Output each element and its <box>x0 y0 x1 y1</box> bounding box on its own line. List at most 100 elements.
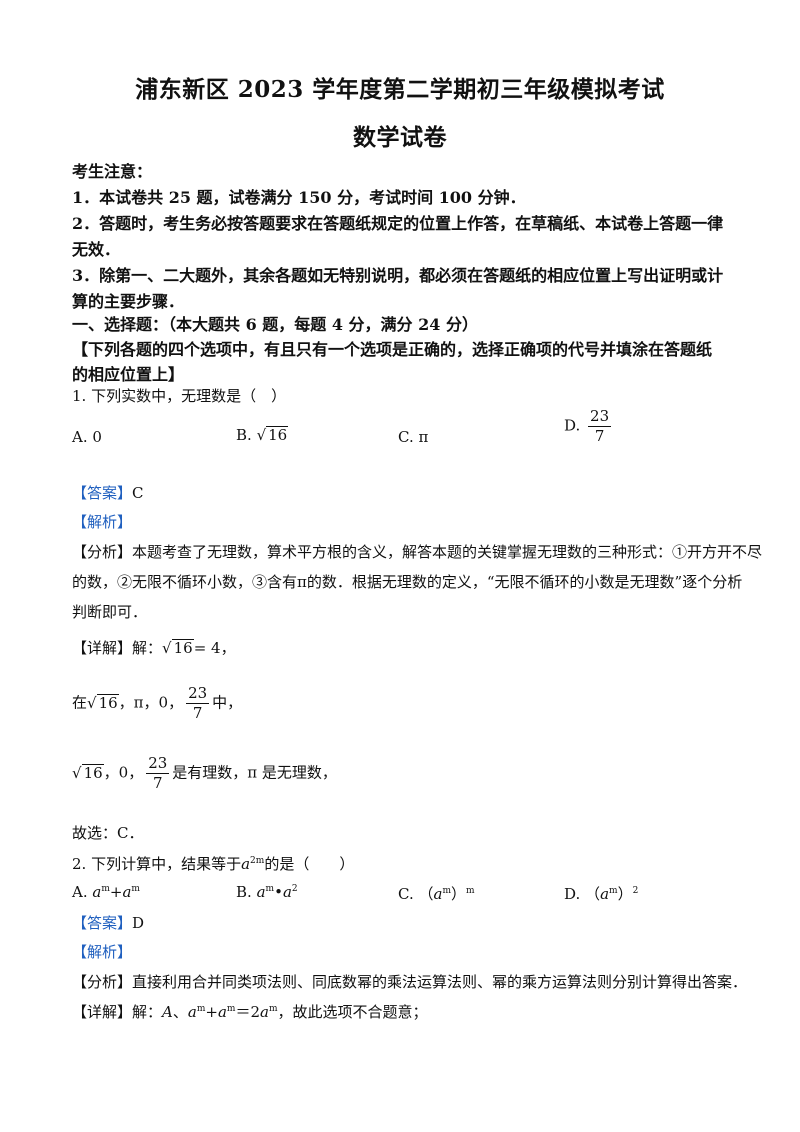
section-instruction-2: 的相应位置上】 <box>72 365 185 384</box>
notice-item-1: 1．本试卷共 25 题，试卷满分 150 分，考试时间 100 分钟． <box>72 188 526 207</box>
q2-stem-b: 的是（ ） <box>264 855 355 873</box>
q1-option-c: C. π <box>398 428 428 446</box>
q1-detail-line-1: 【详解】解：√16= 4， <box>72 637 236 658</box>
q1-detail-3-radicand: 16 <box>81 763 104 782</box>
q2-option-c-label: C. <box>398 885 414 903</box>
operator: + <box>109 883 123 901</box>
sqrt-symbol: √16 <box>87 693 119 712</box>
q1-detail-3-numerator: 23 <box>146 754 170 774</box>
q2-option-c: C. （am）m <box>398 883 475 904</box>
q1-option-c-value: π <box>418 428 429 446</box>
q1-fenxi-line-1: 【分析】本题考查了无理数，算术平方根的含义，解答本题的关键掌握无理数的三种形式：… <box>72 541 762 562</box>
exponent: m <box>101 884 110 894</box>
q1-option-c-label: C. <box>398 428 414 446</box>
section-heading: 一、选择题：（本大题共 6 题，每题 4 分，满分 24 分） <box>72 315 478 334</box>
q1-fenxi-text-2b: 的数．根据无理数的定义，“无限不循环的小数是无理数”逐个分析 <box>306 573 743 591</box>
q1-fenxi-pi: π <box>297 573 307 591</box>
var-a: a <box>433 885 443 903</box>
q1-option-d-numerator: 23 <box>588 407 612 427</box>
equals: ＝2 <box>235 1003 261 1021</box>
fenxi-tag: 【分析】 <box>72 543 133 561</box>
q1-option-b: B. √16 <box>236 426 289 444</box>
notice-item-2-cont: 无效． <box>72 240 121 259</box>
q1-option-d-denominator: 7 <box>594 427 605 445</box>
separator: 、 <box>172 1003 188 1021</box>
notice-heading: 考生注意： <box>72 162 153 181</box>
q1-detail-2a: 在 <box>72 693 88 712</box>
paren-close: ） <box>617 885 633 903</box>
sqrt-symbol: √16 <box>72 763 104 782</box>
answer-tag: 【答案】 <box>72 914 133 932</box>
var-a: a <box>282 883 292 901</box>
q1-detail-2-denominator: 7 <box>192 704 203 722</box>
detail-tag: 【详解】 <box>72 639 133 657</box>
exponent: m <box>196 1004 206 1014</box>
exam-subtitle: 数学试卷 <box>353 124 447 151</box>
q1-detail-1b: = 4 <box>193 639 221 657</box>
sqrt-symbol: √16 <box>162 639 194 657</box>
paren-open: （ <box>418 885 434 903</box>
exponent: m <box>609 886 618 896</box>
q2-detail-option-letter: A <box>162 1003 173 1021</box>
exponent: m <box>268 1004 278 1014</box>
var-a: a <box>187 1003 197 1021</box>
q2-option-b-label: B. <box>236 883 252 901</box>
exponent: m <box>265 884 275 894</box>
exponent: m <box>131 884 140 894</box>
q1-detail-3-denominator: 7 <box>152 774 163 792</box>
q2-option-b: B. am•a2 <box>236 883 298 901</box>
var-a: a <box>122 883 132 901</box>
q2-fenxi-text: 直接利用合并同类项法则、同底数幂的乘法运算法则、幂的乘方运算法则分别计算得出答案… <box>132 973 748 991</box>
q2-stem-base: a <box>241 855 251 873</box>
q1-stem: 1. 下列实数中，无理数是（ ） <box>72 387 287 405</box>
q1-answer: 【答案】C <box>72 482 144 503</box>
q2-detail-line: 【详解】解：A、am+am＝2am，故此选项不合题意； <box>72 1001 428 1022</box>
q2-stem: 2. 下列计算中，结果等于a2m的是（ ） <box>72 853 354 874</box>
exam-title: 浦东新区 2023 学年度第二学期初三年级模拟考试 <box>135 76 665 103</box>
q1-option-d-label: D. <box>564 416 581 435</box>
q1-detail-1-radicand: 16 <box>171 639 194 657</box>
q2-option-a-label: A. <box>72 883 88 901</box>
q1-detail-1a: 解： <box>132 639 163 657</box>
paren-close: ） <box>451 885 467 903</box>
q1-conclusion: 故选：C． <box>72 824 144 842</box>
q2-stem-exponent: 2m <box>250 856 265 866</box>
q1-detail-2b: ，π，0， <box>118 693 184 712</box>
q1-fenxi-line-2: 的数，②无限不循环小数，③含有π的数．根据无理数的定义，“无限不循环的小数是无理… <box>72 571 742 592</box>
var-a: a <box>600 885 610 903</box>
notice-item-2: 2．答题时，考生务必按答题要求在答题纸规定的位置上作答，在草稿纸、本试卷上答题一… <box>72 214 724 233</box>
q1-detail-2-radicand: 16 <box>96 693 119 712</box>
q2-fenxi-line: 【分析】直接利用合并同类项法则、同底数幂的乘法运算法则、幂的乘方运算法则分别计算… <box>72 971 747 992</box>
outer-exponent: 2 <box>632 886 639 896</box>
q1-option-a-label: A. <box>72 428 88 446</box>
notice-item-3: 3．除第一、二大题外，其余各题如无特别说明，都必须在答题纸的相应位置上写出证明或… <box>72 266 724 285</box>
paren-open: （ <box>585 885 601 903</box>
notice-item-3-cont: 算的主要步骤． <box>72 292 185 311</box>
q2-option-d-label: D. <box>564 885 581 903</box>
operator: • <box>274 883 283 901</box>
q1-detail-3a: ，0， <box>103 763 144 782</box>
section-instruction-1: 【下列各题的四个选项中，有且只有一个选项是正确的，选择正确项的代号并填涂在答题纸 <box>72 340 713 359</box>
q1-detail-2-numerator: 23 <box>186 684 210 704</box>
exponent: 2 <box>291 884 298 894</box>
q1-fenxi-text-2a: 的数，②无限不循环小数，③含有 <box>72 573 298 591</box>
q1-option-a: A. 0 <box>72 428 102 446</box>
q2-option-a: A. am+am <box>72 883 140 901</box>
q1-fenxi-line-3: 判断即可． <box>72 603 148 621</box>
var-a: a <box>92 883 102 901</box>
operator: + <box>205 1003 218 1021</box>
q2-detail-prefix: 解： <box>132 1003 163 1021</box>
var-a: a <box>260 1003 269 1021</box>
q2-analysis-tag: 【解析】 <box>72 943 133 961</box>
q1-option-a-value: 0 <box>92 428 102 446</box>
answer-tag: 【答案】 <box>72 484 133 502</box>
q1-option-b-label: B. <box>236 426 252 444</box>
q1-fenxi-text-1: 本题考查了无理数，算术平方根的含义，解答本题的关键掌握无理数的三种形式：①开方开… <box>132 543 763 561</box>
q1-analysis-tag: 【解析】 <box>72 513 133 531</box>
